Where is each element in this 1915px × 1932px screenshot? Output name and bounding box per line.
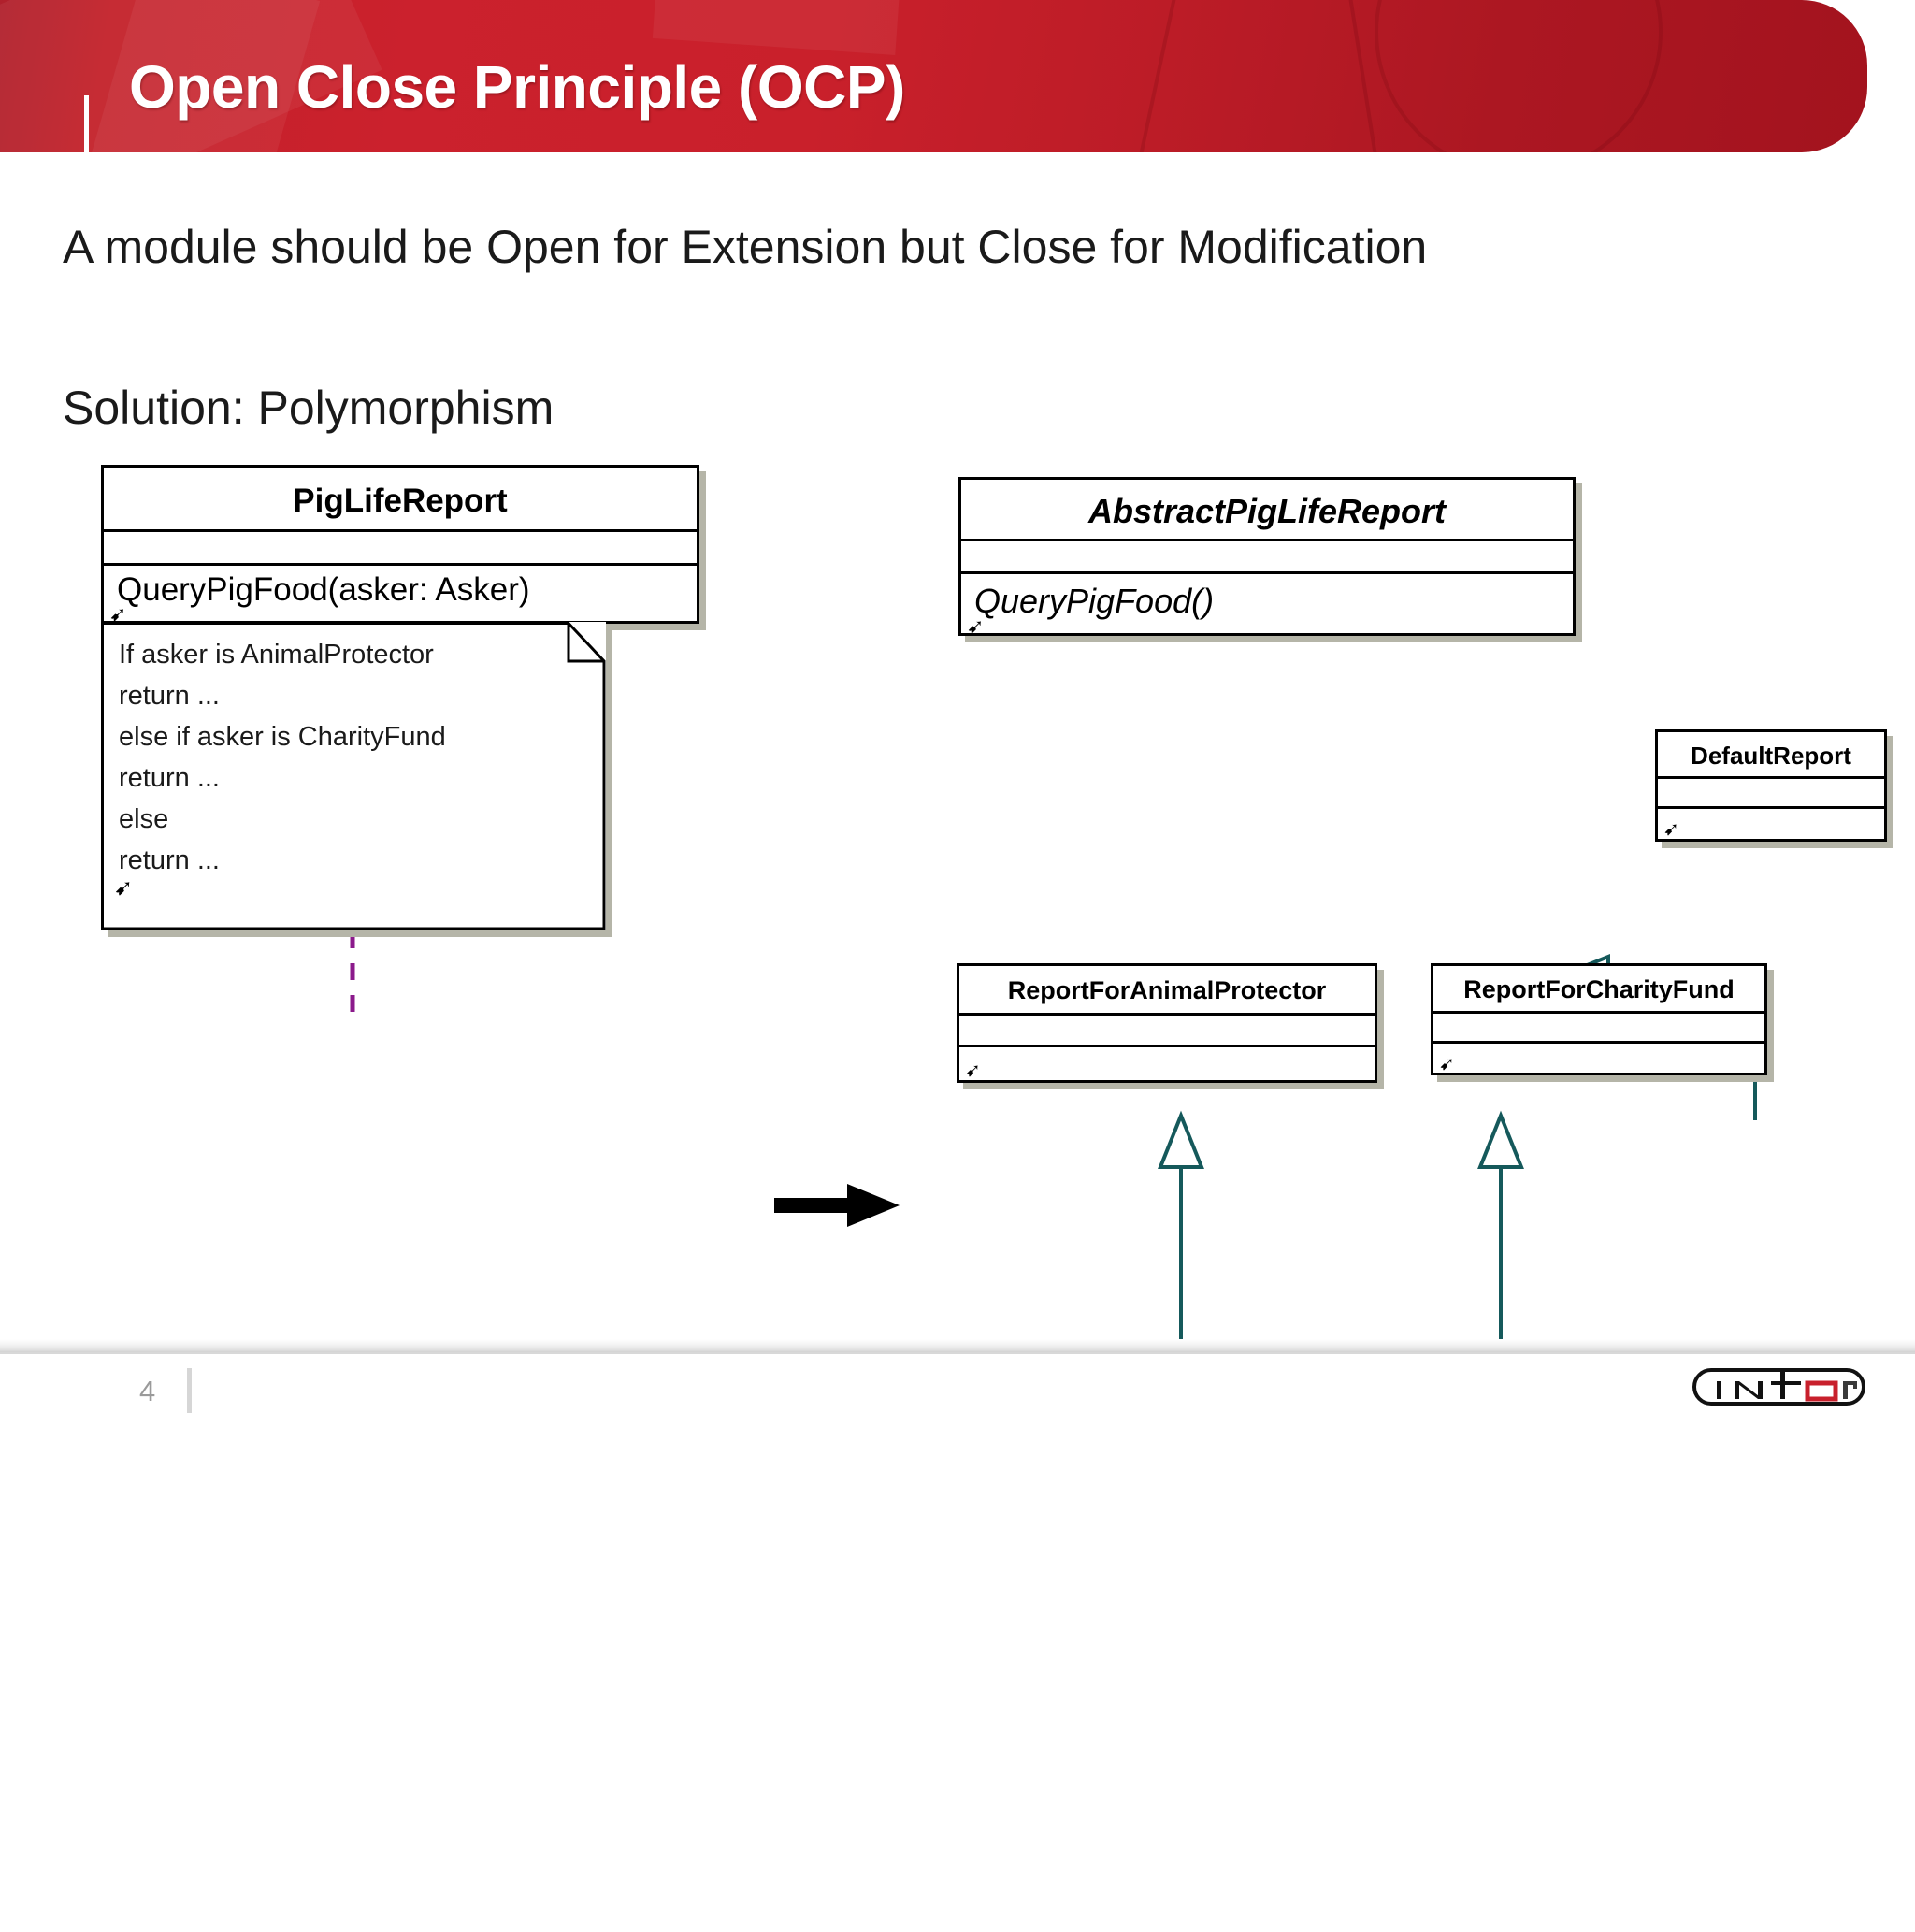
slide-header-banner: Open Close Principle (OCP) — [0, 0, 1867, 152]
note-line-6: return ... — [119, 845, 220, 875]
solution-statement: Solution: Polymorphism — [63, 382, 554, 434]
footer-divider — [187, 1368, 192, 1413]
uml-operation-querypigfood-abstract: QueryPigFood() — [974, 582, 1215, 620]
logo-letter-n — [1735, 1381, 1763, 1399]
uml-compartment-divider — [961, 539, 1573, 541]
uml-class-name-piglifereport: PigLifeReport — [293, 483, 508, 519]
logo-outline — [1692, 1368, 1865, 1406]
uml-class-defaultreport[interactable]: DefaultReport ➹ — [1655, 729, 1887, 842]
uml-operations-abstractpiglifereport: QueryPigFood() ➹ — [961, 574, 1573, 639]
page-title: Open Close Principle (OCP) — [129, 53, 905, 121]
note-line-3: else if asker is CharityFund — [119, 722, 446, 752]
uml-class-reportforanimalprotector[interactable]: ReportForAnimalProtector ➹ — [957, 963, 1377, 1083]
arrow-glyph-icon: ➹ — [967, 614, 985, 638]
uml-compartment-divider — [104, 529, 697, 532]
uml-compartment-divider — [104, 563, 697, 566]
uml-class-name-defaultreport: DefaultReport — [1691, 742, 1851, 770]
uml-class-reportforcharityfund[interactable]: ReportForCharityFund ➹ — [1431, 963, 1767, 1075]
generalization-arrowhead-charityfund — [1477, 1110, 1524, 1169]
uml-diagram: PigLifeReport QueryPigFood(asker: Asker)… — [0, 465, 1915, 1354]
uml-compartment-divider — [961, 571, 1573, 574]
uml-attributes-defaultreport — [1658, 779, 1884, 806]
uml-compartment-divider — [959, 1045, 1375, 1047]
page-number: 4 — [139, 1375, 156, 1407]
principle-statement: A module should be Open for Extension bu… — [63, 221, 1428, 273]
uml-operations-reportforcharityfund: ➹ — [1433, 1044, 1764, 1076]
banner-texture-streak-6 — [652, 0, 900, 55]
uml-compartment-divider — [1433, 1011, 1764, 1014]
uml-operations-reportforanimalprotector: ➹ — [959, 1047, 1375, 1083]
arrow-glyph-icon: ➹ — [114, 875, 134, 901]
footer-rule — [0, 1352, 1915, 1354]
note-line-1: If asker is AnimalProtector — [119, 640, 434, 670]
uml-attributes-reportforanimalprotector — [959, 1016, 1375, 1045]
uml-class-name-reportforcharityfund: ReportForCharityFund — [1463, 975, 1735, 1003]
note-shape — [101, 622, 606, 930]
uml-operations-piglifereport: QueryPigFood(asker: Asker) ➹ — [104, 566, 697, 627]
arrow-glyph-icon: ➹ — [1439, 1054, 1455, 1074]
banner-texture-streak-3 — [1125, 0, 1179, 152]
logo-letter-o — [1805, 1380, 1838, 1402]
uml-attributes-piglifereport — [104, 532, 697, 563]
uml-compartment-divider — [1658, 776, 1884, 779]
arrow-glyph-icon: ➹ — [1663, 819, 1679, 840]
uml-note-pseudocode[interactable]: If asker is AnimalProtector return ... e… — [101, 622, 606, 930]
uml-class-name-reportforanimalprotector: ReportForAnimalProtector — [1007, 976, 1327, 1004]
uml-operations-defaultreport: ➹ — [1658, 809, 1884, 842]
logo-letter-f — [1771, 1368, 1801, 1399]
uml-compartment-divider — [959, 1013, 1375, 1016]
logo-letter-i — [1717, 1381, 1721, 1399]
uml-class-name-abstractpiglifereport: AbstractPigLifeReport — [1087, 492, 1447, 530]
infor-logo — [1692, 1368, 1865, 1406]
banner-accent-tick — [84, 95, 89, 152]
uml-attributes-reportforcharityfund — [1433, 1014, 1764, 1041]
uml-compartment-divider — [1658, 806, 1884, 809]
logo-letter-r — [1843, 1381, 1857, 1399]
footer-band — [0, 1339, 1915, 1352]
transform-arrow-icon — [774, 1184, 900, 1227]
arrow-glyph-icon: ➹ — [965, 1060, 981, 1081]
note-line-2: return ... — [119, 681, 220, 711]
generalization-arrowhead-animalprotector — [1158, 1110, 1204, 1169]
uml-class-piglifereport[interactable]: PigLifeReport QueryPigFood(asker: Asker)… — [101, 465, 699, 627]
uml-operation-querypigfood: QueryPigFood(asker: Asker) — [117, 571, 530, 608]
note-line-5: else — [119, 804, 169, 834]
uml-compartment-divider — [1433, 1041, 1764, 1044]
uml-attributes-abstractpiglifereport — [961, 541, 1573, 571]
arrow-glyph-icon: ➹ — [109, 602, 127, 626]
uml-class-abstractpiglifereport[interactable]: AbstractPigLifeReport QueryPigFood() ➹ — [958, 477, 1576, 639]
note-line-4: return ... — [119, 763, 220, 793]
banner-texture-streak-5 — [1375, 0, 1663, 152]
